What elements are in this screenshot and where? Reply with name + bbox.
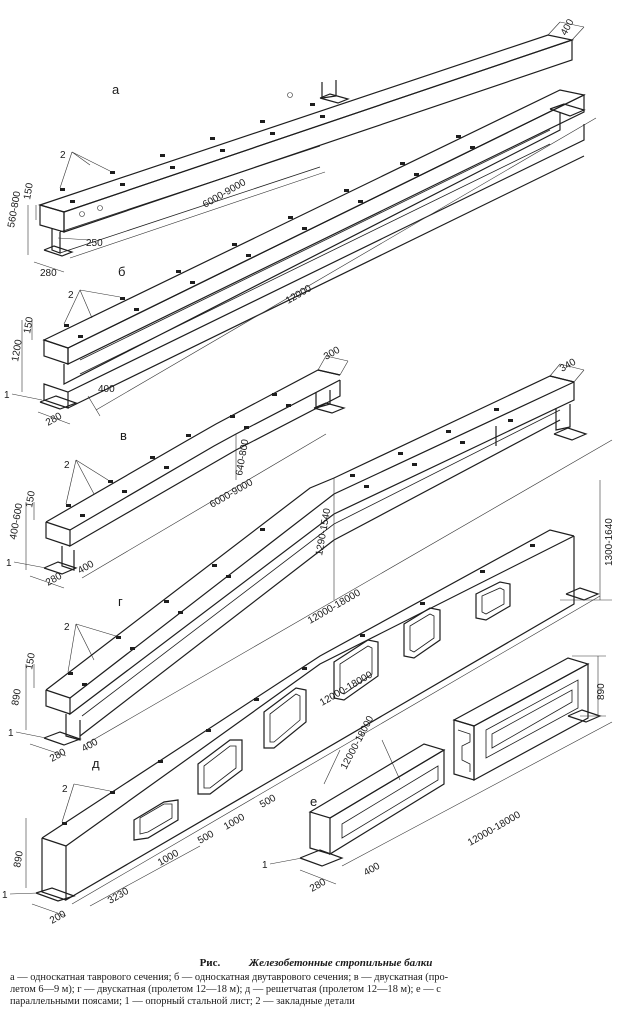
dim-e-web: 400 bbox=[362, 861, 382, 879]
beam-e bbox=[299, 655, 613, 885]
dim-g-height: 890 bbox=[10, 688, 24, 707]
dim-e-span2: 12000-18000 bbox=[466, 809, 523, 848]
label-a: а bbox=[112, 82, 120, 97]
beam-v bbox=[25, 355, 349, 589]
callout-2-d: 2 bbox=[62, 784, 68, 795]
dim-v-ridge: 640-800 bbox=[234, 438, 251, 476]
dim-g-web: 400 bbox=[80, 737, 100, 755]
callout-2-a: 2 bbox=[60, 150, 66, 161]
dim-d-right-height: 1300-1640 bbox=[604, 518, 615, 566]
dim-a-flange: 150 bbox=[22, 182, 36, 201]
beam-d-openings bbox=[133, 581, 511, 841]
dim-v-width: 300 bbox=[322, 345, 342, 363]
dim-b-span: 12000 bbox=[284, 283, 314, 307]
callout-2-g: 2 bbox=[64, 622, 70, 633]
dim-b-flange: 150 bbox=[22, 316, 36, 335]
dim-a-height: 560-800 bbox=[6, 190, 23, 228]
dim-g-flange: 150 bbox=[24, 652, 38, 671]
dim-d-panel-2: 1000 bbox=[222, 812, 247, 833]
dim-g-width: 340 bbox=[558, 357, 578, 375]
dim-v-span: 6000-9000 bbox=[208, 477, 255, 511]
figure-caption: Рис. Железобетонные стропильные балки а … bbox=[10, 957, 622, 1008]
callout-1-g: 1 bbox=[8, 728, 14, 739]
dim-e-base: 280 bbox=[308, 877, 328, 895]
dim-d-height: 890 bbox=[12, 850, 26, 869]
callout-1-d: 1 bbox=[2, 890, 8, 901]
dim-a-width: 400 bbox=[559, 17, 577, 37]
beam-g bbox=[25, 363, 613, 757]
dim-b-base: 280 bbox=[44, 411, 64, 429]
beams-drawing: а б в г д е 400 6000-9000 150 560-800 25… bbox=[2, 17, 615, 926]
dim-e-span: 12000-18000 bbox=[339, 714, 377, 772]
caption-line: параллельными поясами; 1 — опорный сталь… bbox=[10, 996, 355, 1007]
callout-2-v: 2 bbox=[64, 460, 70, 471]
dim-d-base: 200 bbox=[48, 909, 68, 927]
dim-b-web: 400 bbox=[98, 384, 115, 395]
dim-v-flange: 150 bbox=[24, 490, 38, 509]
dim-a-base: 280 bbox=[40, 268, 57, 279]
dim-v-web: 400 bbox=[76, 559, 96, 577]
beam-a bbox=[27, 21, 585, 273]
dim-d-first-panel: 3230 bbox=[106, 886, 131, 907]
dim-b-height: 1200 bbox=[10, 338, 25, 362]
callout-1-v: 1 bbox=[6, 558, 12, 569]
callout-1-e: 1 bbox=[262, 860, 268, 871]
label-e: е bbox=[310, 794, 317, 809]
callout-1-b: 1 bbox=[4, 390, 10, 401]
caption-line: летом 6—9 м); г — двускатная (пролетом 1… bbox=[10, 984, 441, 995]
figure-title: Железобетонные стропильные балки bbox=[249, 957, 433, 969]
labels: а б в г д е 400 6000-9000 150 560-800 25… bbox=[2, 17, 615, 926]
caption-text: а — односкатная таврового сечения; б — о… bbox=[10, 972, 622, 1008]
dim-e-height: 890 bbox=[596, 683, 607, 700]
dim-d-gap-1: 500 bbox=[196, 829, 216, 847]
callout-2-b: 2 bbox=[68, 290, 74, 301]
dim-v-height: 400-600 bbox=[8, 502, 25, 540]
dim-g-ridge: 1290-1540 bbox=[314, 507, 333, 556]
label-d: д bbox=[92, 756, 100, 771]
dim-g-span: 12000-18000 bbox=[306, 587, 363, 626]
figure-label: Рис. bbox=[199, 957, 221, 969]
caption-line: а — односкатная таврового сечения; б — о… bbox=[10, 972, 449, 983]
dim-a-web: 250 bbox=[86, 238, 103, 249]
beam-d bbox=[25, 480, 612, 917]
caption-title-row: Рис. Железобетонные стропильные балки bbox=[10, 957, 622, 969]
dim-d-gap-2: 500 bbox=[258, 793, 278, 811]
label-v: в bbox=[120, 428, 127, 443]
dim-d-span: 12000-18000 bbox=[318, 669, 375, 708]
beam-b bbox=[21, 89, 597, 425]
label-g: г bbox=[118, 594, 123, 609]
dim-d-panel-1: 1000 bbox=[156, 848, 181, 869]
label-b: б bbox=[118, 264, 125, 279]
dim-g-base: 280 bbox=[48, 747, 68, 765]
